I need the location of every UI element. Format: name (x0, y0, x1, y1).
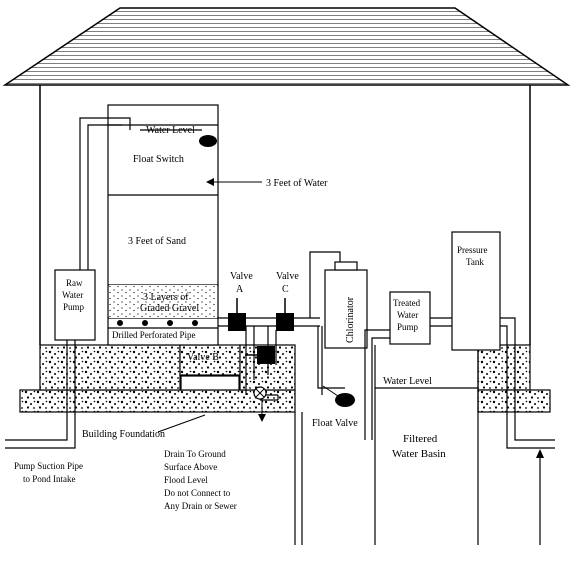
pressure-tank-label-1: Pressure (457, 245, 488, 255)
drilled-pipe-label: Drilled Perforated Pipe (112, 330, 195, 340)
pump-suction-label-2: to Pond Intake (23, 474, 76, 484)
three-feet-water-label: 3 Feet of Water (266, 178, 328, 189)
treated-pump-label-1: Treated (393, 298, 421, 308)
valve-c-label-2: C (282, 284, 289, 295)
valve-c-label-1: Valve (276, 271, 299, 282)
treated-pump-label-3: Pump (397, 322, 419, 332)
float-valve-icon (322, 385, 355, 407)
pump-suction-label-1: Pump Suction Pipe (14, 461, 83, 471)
chlorinator-label: Chlorinator (345, 296, 356, 343)
raw-pump-label-1: Raw (66, 278, 83, 288)
drain-label-4: Do not Connect to (164, 488, 231, 498)
drain-label-2: Surface Above (164, 462, 217, 472)
float-valve-label: Float Valve (312, 418, 358, 429)
float-switch-icon (199, 135, 217, 147)
arrow-down-icon (258, 400, 266, 422)
filtered-basin-label-1: Filtered (403, 433, 438, 445)
water-level-label: Water Level (146, 125, 195, 136)
valve-c-icon (276, 298, 294, 331)
drain-label-3: Flood Level (164, 475, 208, 485)
raw-pump-pipes (5, 117, 131, 449)
valve-b-label: Valve B (187, 352, 219, 363)
treated-pump-label-2: Water (397, 310, 418, 320)
treated-water-pump (389, 291, 431, 345)
pressure-tank-label-2: Tank (466, 257, 484, 267)
float-switch-label: Float Switch (133, 154, 184, 165)
drain-label-5: Any Drain or Sewer (164, 501, 237, 511)
drain-valve-icon (253, 386, 267, 400)
filtered-water-basin (374, 345, 479, 545)
valve-a-label-2: A (236, 284, 244, 295)
filtered-basin-label-2: Water Basin (392, 448, 446, 460)
arrow-up-icon (536, 449, 544, 458)
raw-pump-label-2: Water (62, 290, 83, 300)
water-level-basin-label: Water Level (383, 376, 432, 387)
three-feet-sand-label: 3 Feet of Sand (128, 236, 186, 247)
perforated-pipe (117, 320, 198, 326)
valve-a-icon (228, 298, 246, 331)
building-foundation-label: Building Foundation (82, 429, 165, 440)
pressure-tank (451, 231, 501, 351)
gravel-label-line2: Graded Gravel (140, 303, 199, 314)
house-walls (39, 85, 531, 345)
roof (2, 7, 571, 86)
arrow-left-icon (206, 178, 262, 186)
valve-a-label-1: Valve (230, 271, 253, 282)
drain-label-1: Drain To Ground (164, 449, 226, 459)
filter-tank (107, 104, 219, 346)
valve-b-icon (245, 346, 275, 364)
raw-pump-label-3: Pump (63, 302, 85, 312)
ground-foundation (19, 344, 551, 413)
chlorinator-tank (309, 251, 368, 349)
gravel-label-line1: 3 Layers of (143, 292, 189, 303)
treated-pump-pipes (364, 317, 555, 545)
